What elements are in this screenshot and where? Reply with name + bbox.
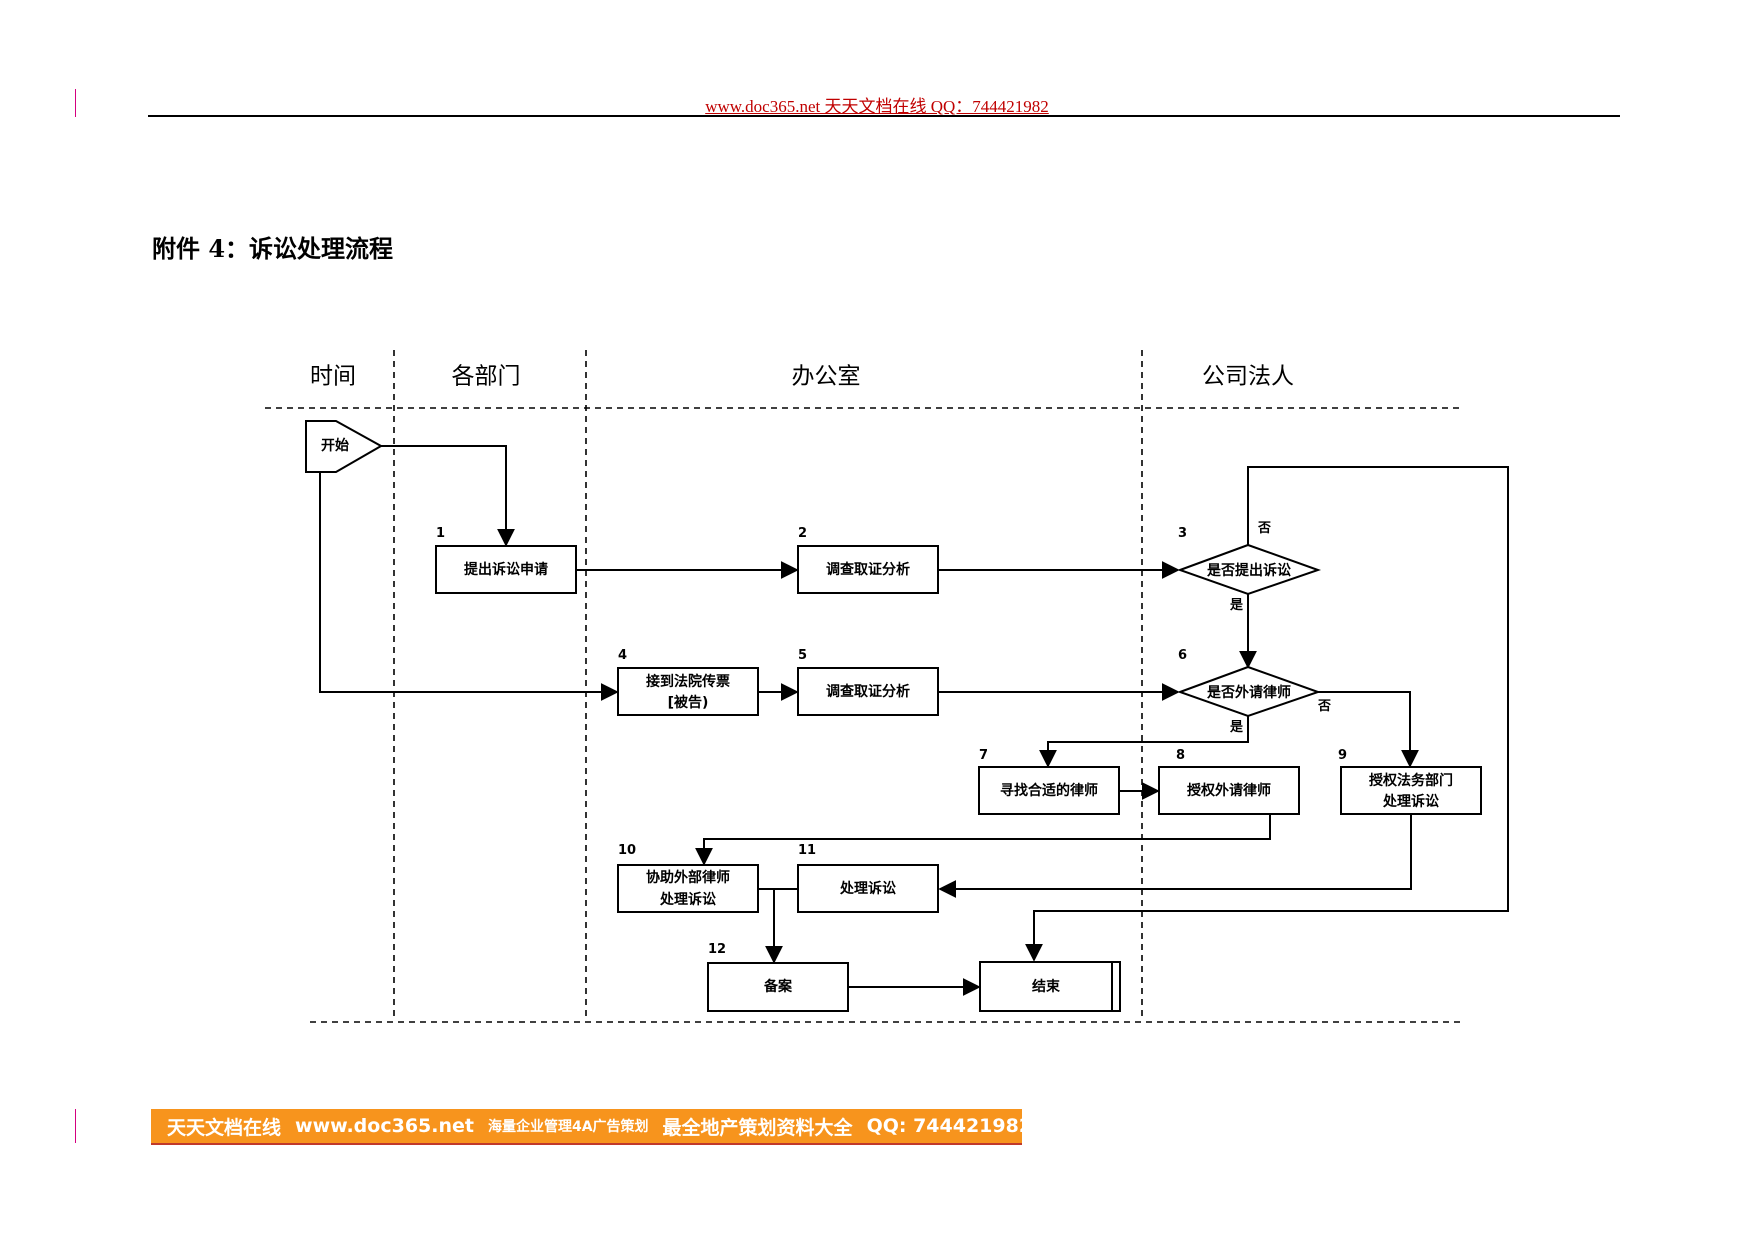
footer-site[interactable]: www.doc365.net <box>295 1115 474 1137</box>
footer-banner[interactable]: 天天文档在线 www.doc365.net 海量企业管理4A广告策划 最全地产策… <box>151 1109 1022 1145</box>
node-11-number: 11 <box>798 843 816 858</box>
edge-3-no-to-end <box>1025 466 1509 962</box>
node-5-label: 调查取证分析 <box>826 683 910 700</box>
end-node <box>979 961 1121 1012</box>
node-3-number: 3 <box>1178 526 1187 541</box>
node-4-label-line2: [被告) <box>668 694 709 711</box>
node-3-decision-sue <box>1177 543 1322 596</box>
node-10-number: 10 <box>618 843 636 858</box>
start-label: 开始 <box>321 437 349 454</box>
node-3-yes-label: 是 <box>1229 598 1244 613</box>
node-9-label-line2: 处理诉讼 <box>1382 793 1439 810</box>
edge-9-to-11 <box>938 815 1412 898</box>
header-rule <box>148 115 1620 117</box>
node-6-number: 6 <box>1178 648 1187 663</box>
node-7-number: 7 <box>979 748 988 763</box>
node-6-decision-lawyer <box>1177 665 1322 718</box>
footer-slogan-1: 海量企业管理4A广告策划 <box>487 1119 649 1135</box>
node-7-find-lawyer <box>978 766 1120 815</box>
node-10-label-line1: 协助外部律师 <box>646 869 730 886</box>
margin-mark-bottom <box>75 1109 76 1143</box>
node-5-investigate <box>797 667 939 716</box>
node-6-no-label: 否 <box>1317 699 1331 714</box>
node-3-label: 是否提出诉讼 <box>1207 562 1291 579</box>
node-5-number: 5 <box>798 648 807 663</box>
node-8-number: 8 <box>1176 748 1185 763</box>
node-6-yes-label: 是 <box>1229 720 1244 735</box>
footer-qq: QQ: 744421982 <box>866 1115 1022 1137</box>
node-11-handle-lawsuit <box>797 864 939 913</box>
node-6-label: 是否外请律师 <box>1207 684 1291 701</box>
header-link[interactable]: www.doc365.net 天天文档在线 QQ：744421982 <box>705 97 1049 116</box>
node-1-label: 提出诉讼申请 <box>464 561 548 578</box>
node-11-label: 处理诉讼 <box>839 880 896 897</box>
node-9-number: 9 <box>1338 748 1347 763</box>
node-2-label: 调查取证分析 <box>826 561 910 578</box>
node-4-receive-summons <box>617 667 759 716</box>
node-12-label: 备案 <box>763 978 793 995</box>
node-3-no-label: 否 <box>1257 521 1271 536</box>
node-10-label-line2: 处理诉讼 <box>659 891 716 908</box>
lane-title-time: 时间 <box>310 364 356 390</box>
start-node <box>305 420 384 473</box>
node-4-label-line1: 接到法院传票 <box>646 673 730 690</box>
node-8-label: 授权外请律师 <box>1187 782 1271 799</box>
node-4-number: 4 <box>618 648 627 663</box>
node-9-label-line1: 授权法务部门 <box>1369 772 1453 789</box>
node-8-authorize-lawyer <box>1158 766 1300 815</box>
node-9-authorize-legal-dept <box>1340 766 1482 815</box>
node-1-number: 1 <box>436 526 445 541</box>
lane-title-departments: 各部门 <box>452 364 521 390</box>
edge-start-to-1 <box>381 445 515 547</box>
edge-6-yes-to-7 <box>1039 716 1249 768</box>
node-10-assist-lawyer <box>617 864 759 913</box>
node-2-number: 2 <box>798 526 807 541</box>
margin-mark-top <box>75 89 76 117</box>
node-12-number: 12 <box>708 942 726 957</box>
edge-8-to-10 <box>695 815 1271 866</box>
footer-brand: 天天文档在线 <box>167 1116 282 1139</box>
footer-slogan-2: 最全地产策划资料大全 <box>662 1116 853 1139</box>
end-label: 结束 <box>1032 978 1061 995</box>
edge-start-to-4 <box>319 472 619 701</box>
node-7-label: 寻找合适的律师 <box>1000 782 1098 799</box>
lane-title-office: 办公室 <box>792 364 861 390</box>
edge-6-no-to-9 <box>1318 691 1419 768</box>
node-2-investigate <box>797 545 939 594</box>
document-title: 附件 4：诉讼处理流程 <box>152 234 394 263</box>
node-1-file-lawsuit <box>435 545 577 594</box>
node-12-archive <box>707 962 849 1012</box>
lane-title-legal-rep: 公司法人 <box>1202 364 1294 390</box>
edge-10-to-12 <box>757 888 783 964</box>
